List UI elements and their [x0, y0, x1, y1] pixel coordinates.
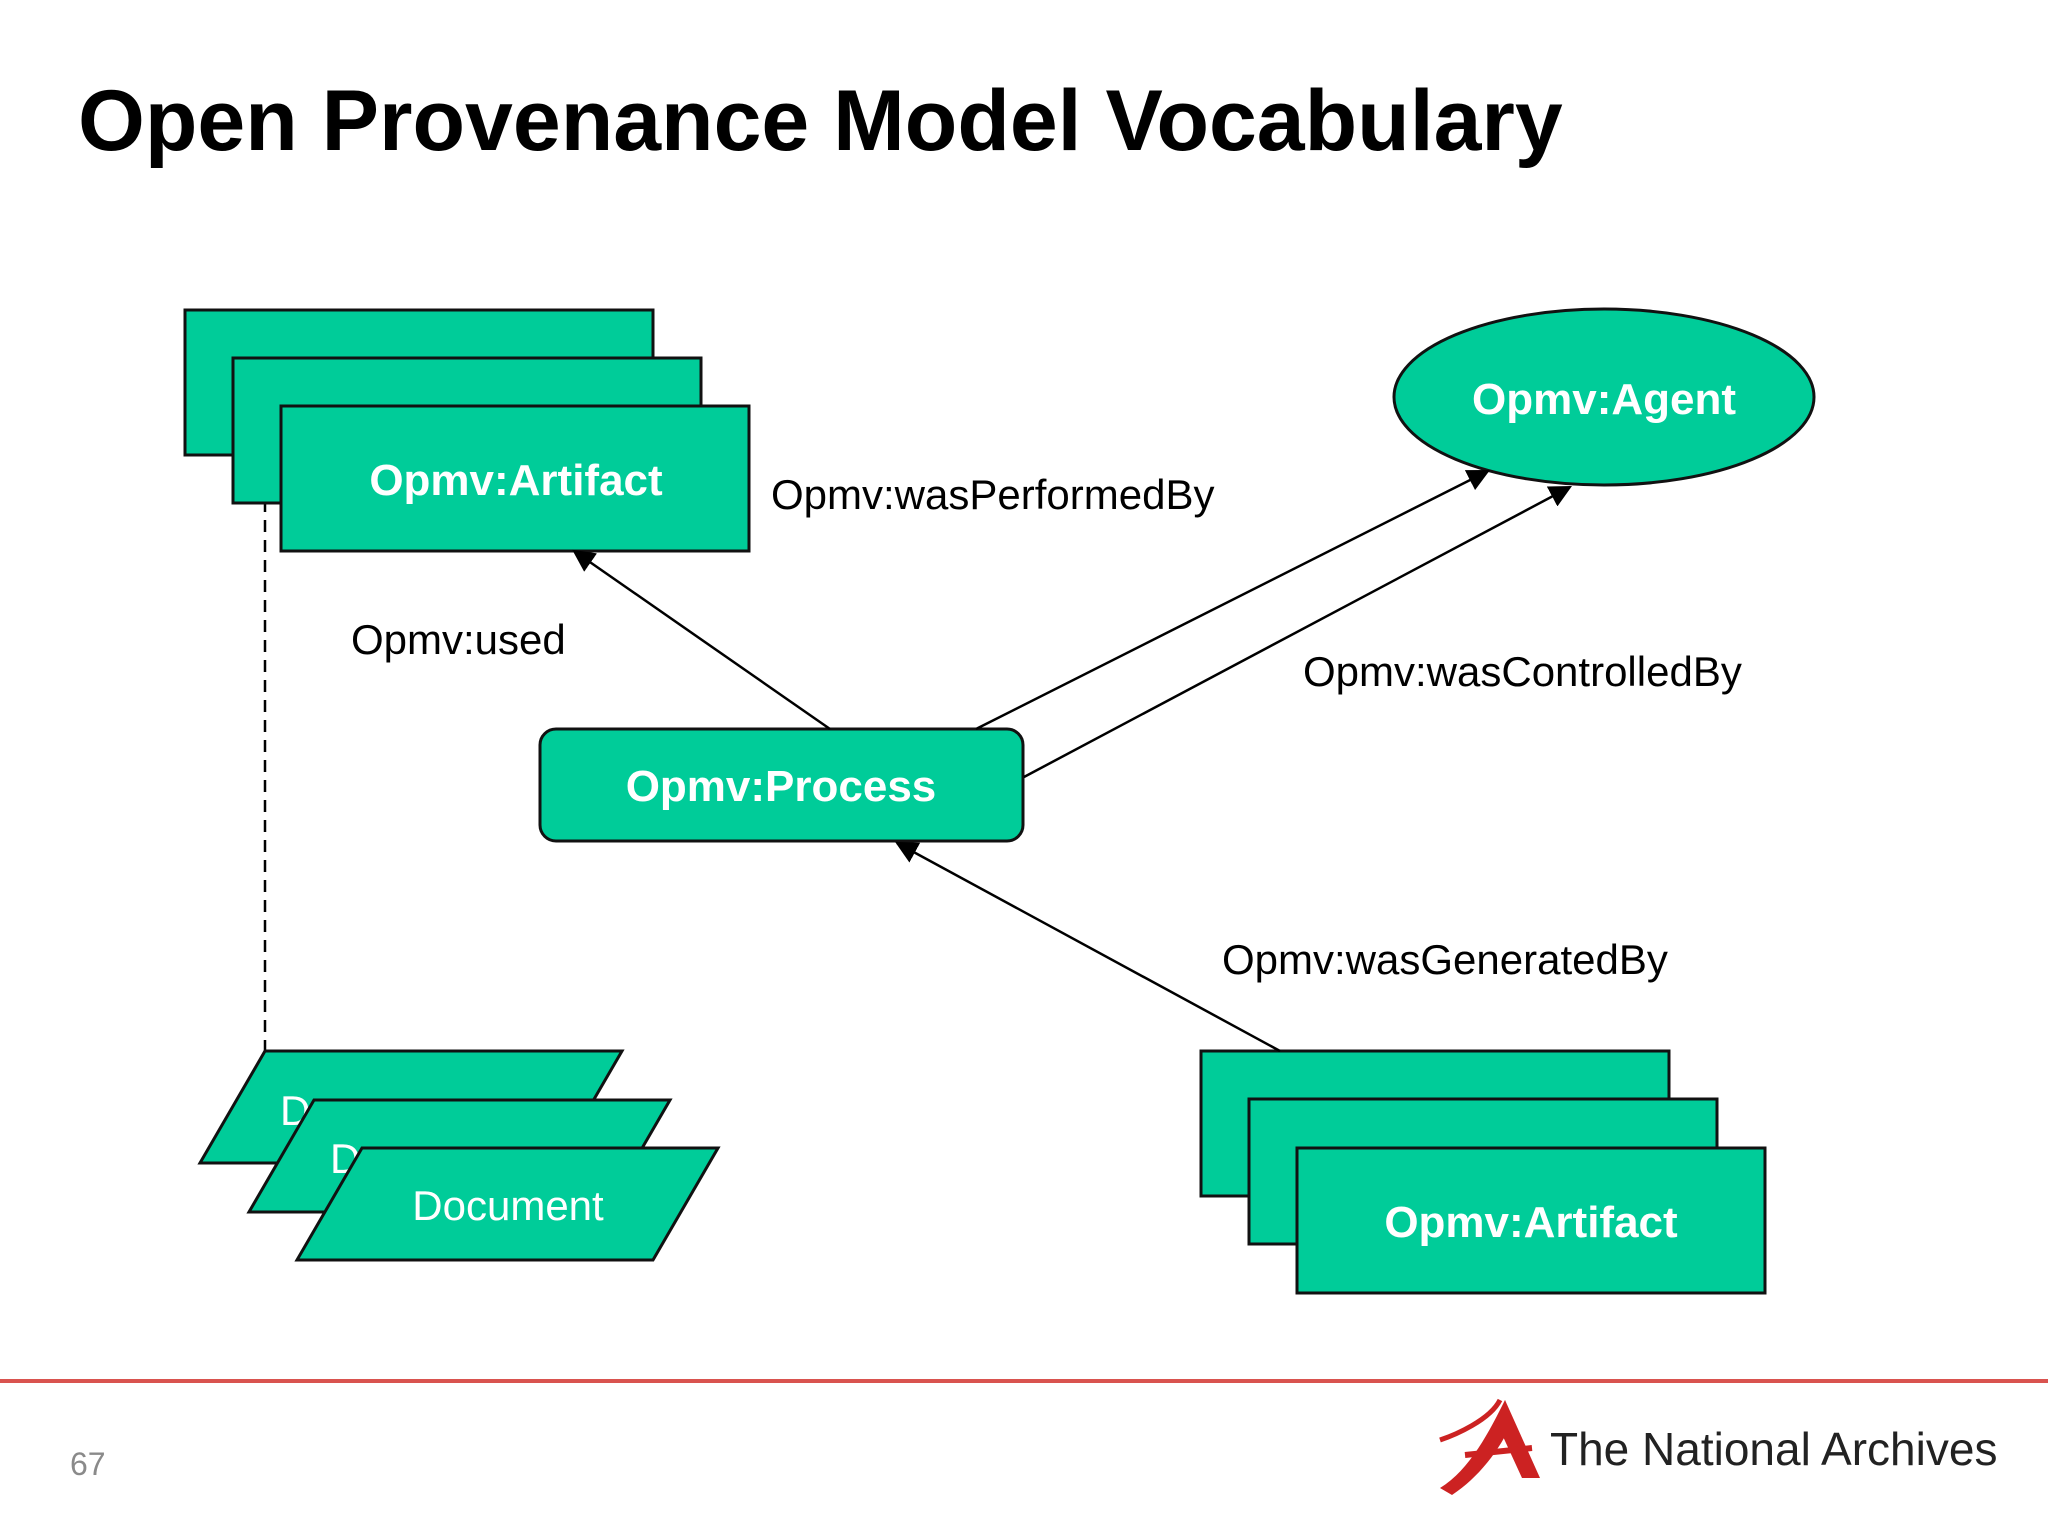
- document-label: Document: [412, 1182, 604, 1229]
- national-archives-logo-icon: [1439, 1398, 1540, 1495]
- logo-text: The National Archives: [1550, 1423, 1998, 1475]
- artifact-top-label: Opmv:Artifact: [369, 456, 663, 505]
- agent-node: Opmv:Agent: [1392, 307, 1816, 487]
- artifact-stack-bottom: Opmv:Artifact: [1199, 1049, 1767, 1295]
- document-stack: Do Do Document: [197, 1049, 721, 1262]
- process-node: Opmv:Process: [538, 727, 1025, 843]
- artifact-stack-top: Opmv:Artifact: [183, 308, 751, 553]
- page-number: 67: [70, 1446, 106, 1482]
- agent-label: Opmv:Agent: [1472, 375, 1736, 424]
- used-label: Opmv:used: [351, 616, 566, 663]
- artifact-bottom-label: Opmv:Artifact: [1384, 1198, 1678, 1247]
- was-performed-by-label: Opmv:wasPerformedBy: [771, 471, 1214, 518]
- edge-used: [572, 549, 831, 731]
- edge-was-controlled-by: [1023, 485, 1572, 779]
- slide-title: Open Provenance Model Vocabulary: [78, 73, 1563, 169]
- edge-was-performed-by: [975, 469, 1491, 731]
- edge-was-generated-by: [895, 841, 1281, 1053]
- was-controlled-by-label: Opmv:wasControlledBy: [1303, 648, 1742, 695]
- was-generated-by-label: Opmv:wasGeneratedBy: [1222, 936, 1668, 983]
- process-label: Opmv:Process: [626, 762, 937, 811]
